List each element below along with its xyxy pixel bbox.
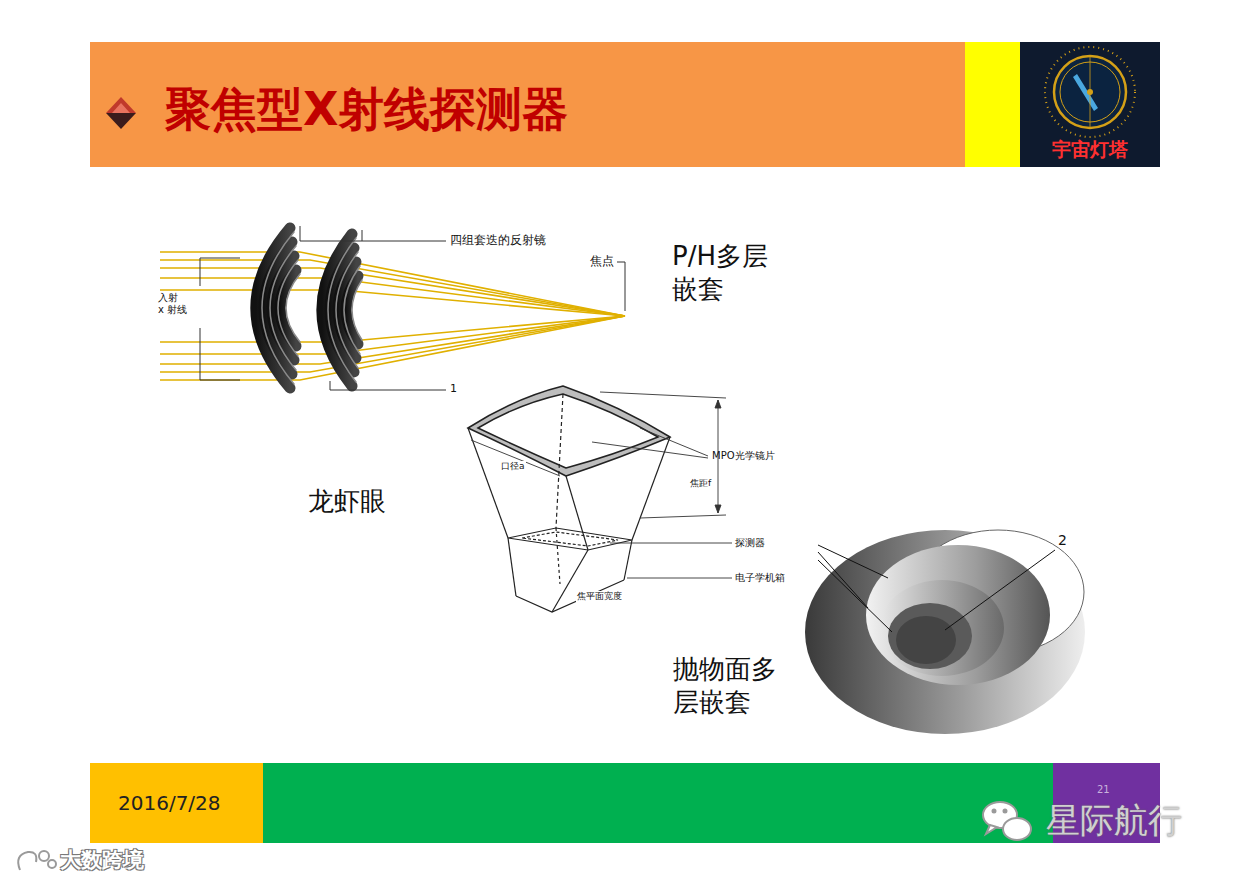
watermark: 星际航行 (1046, 800, 1182, 841)
x-ray-beams (160, 252, 625, 380)
nested-mirrors (256, 228, 362, 388)
lobster-dimension-lines (471, 392, 732, 578)
date-box: 2016/7/28 (90, 763, 263, 843)
slide-title: 聚焦型X射线探测器 (165, 82, 568, 137)
node-text: 宇宙灯塔 (1052, 138, 1128, 161)
design-name: 抛物面多 层嵌套 (673, 653, 777, 718)
design-name: 龙虾眼 (308, 486, 386, 517)
part-label: 焦点 (590, 254, 614, 268)
logo-box: 宇宙灯塔 (1020, 42, 1160, 167)
paraboloid-shells (805, 530, 1085, 734)
dimension-label: 口径a (500, 461, 526, 472)
dimension-label: 焦平面宽度 (576, 591, 623, 602)
part-label: 四组套迭的反射镜 (450, 233, 546, 247)
part-label: MPO光学镜片 (712, 450, 775, 462)
page-number: 21 (1097, 784, 1110, 796)
dimension-label: 焦距f (690, 478, 711, 489)
leader-lines (200, 226, 625, 390)
node-text: 2016/7/28 (118, 791, 221, 815)
part-label: 入射 x 射线 (158, 292, 187, 316)
watermark: 大数跨境 (60, 848, 144, 873)
design-name: P/H多层 嵌套 (672, 240, 768, 305)
footer-green (263, 763, 1053, 843)
bullet-diamond (106, 97, 136, 129)
wechat-icon (983, 802, 1031, 840)
paraboloid-leaders (818, 545, 1055, 632)
part-label: 电子学机箱 (735, 572, 785, 584)
header-accent (965, 42, 1020, 167)
part-label: 探测器 (735, 537, 765, 549)
watermark-icon (18, 851, 56, 870)
callout-number: 2 (1058, 532, 1067, 549)
callout-number: 1 (450, 382, 457, 395)
logo-emblem (1045, 47, 1135, 137)
